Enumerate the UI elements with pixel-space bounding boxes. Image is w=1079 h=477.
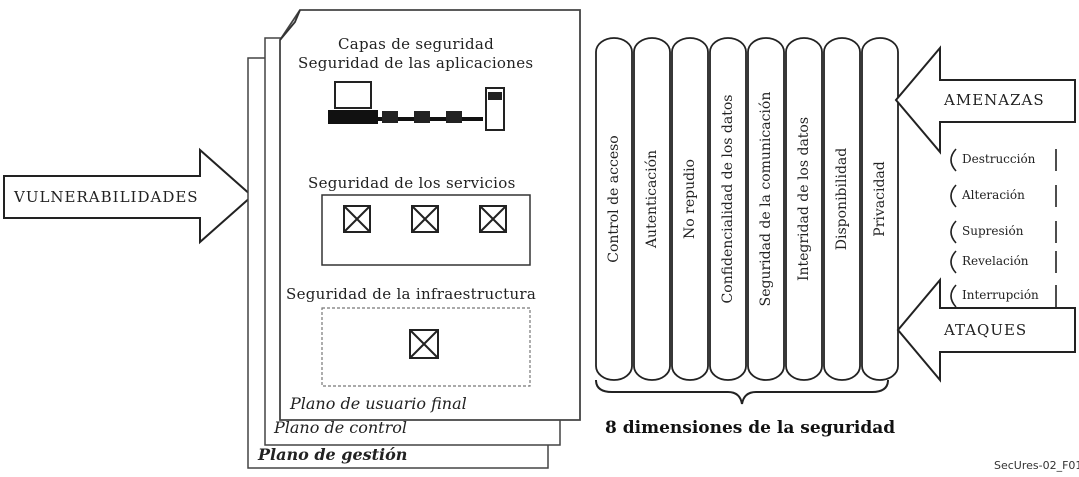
dimension-pill	[823, 37, 861, 381]
application-layer-icons	[328, 81, 505, 131]
layers-title: Capas de seguridad	[338, 35, 495, 53]
node-icon	[414, 111, 430, 123]
dimension-label: Control de acceso	[606, 135, 622, 263]
services-security-label: Seguridad de los servicios	[308, 174, 516, 192]
dimension-label: Confidencialidad de los datos	[720, 94, 736, 304]
dimension-pill	[633, 37, 671, 381]
services-layer-icons	[343, 205, 507, 233]
threat-item-label: Interrupción	[962, 288, 1039, 302]
management-plane-label: Plano de gestión	[258, 445, 408, 464]
threat-items	[950, 148, 1057, 308]
dimension-label: No repudio	[682, 159, 698, 239]
node-icon	[446, 111, 462, 123]
dimension-label: Disponibilidad	[834, 147, 850, 251]
dimensions-caption: 8 dimensiones de la seguridad	[605, 418, 896, 438]
threat-item-label: Destrucción	[962, 152, 1036, 166]
figure-id: SecUres-02_F01	[994, 459, 1079, 472]
control-plane-label: Plano de control	[274, 418, 407, 437]
threat-item-label: Supresión	[962, 224, 1024, 238]
threats-label: AMENAZAS	[944, 91, 1045, 109]
attacks-arrow	[896, 277, 1076, 383]
dimension-pill	[709, 37, 747, 381]
dimension-pill	[861, 37, 899, 381]
threat-bracket	[950, 250, 957, 274]
dimension-label: Integridad de los datos	[796, 116, 812, 282]
folded-corner	[279, 9, 301, 41]
threat-bracket	[950, 184, 957, 208]
threat-bracket	[950, 284, 957, 308]
dimension-pill	[671, 37, 709, 381]
threat-bracket	[950, 148, 957, 172]
node-icon	[382, 111, 398, 123]
vulnerabilities-arrow	[3, 147, 254, 245]
end-user-plane-label: Plano de usuario final	[290, 394, 467, 413]
application-security-label: Seguridad de las aplicaciones	[298, 54, 534, 72]
dimension-label: Privacidad	[872, 161, 888, 237]
vulnerabilities-label: VULNERABILIDADES	[14, 188, 199, 206]
dimensions-brace	[595, 379, 889, 405]
infrastructure-icon	[409, 329, 439, 359]
dimension-pill	[595, 37, 633, 381]
threat-item-label: Alteración	[962, 188, 1025, 202]
threat-item-label: Revelación	[962, 254, 1029, 268]
dimension-label: Autenticación	[644, 149, 660, 249]
infrastructure-security-label: Seguridad de la infraestructura	[286, 285, 537, 303]
dimension-pill	[747, 37, 785, 381]
threats-arrow	[894, 45, 1076, 155]
workstation-icon	[334, 81, 372, 109]
attacks-label: ATAQUES	[944, 321, 1028, 339]
dimension-label: Seguridad de la comunicación	[758, 91, 774, 307]
threat-bracket	[950, 220, 957, 244]
dimension-pill	[785, 37, 823, 381]
security-dimensions	[595, 37, 899, 381]
